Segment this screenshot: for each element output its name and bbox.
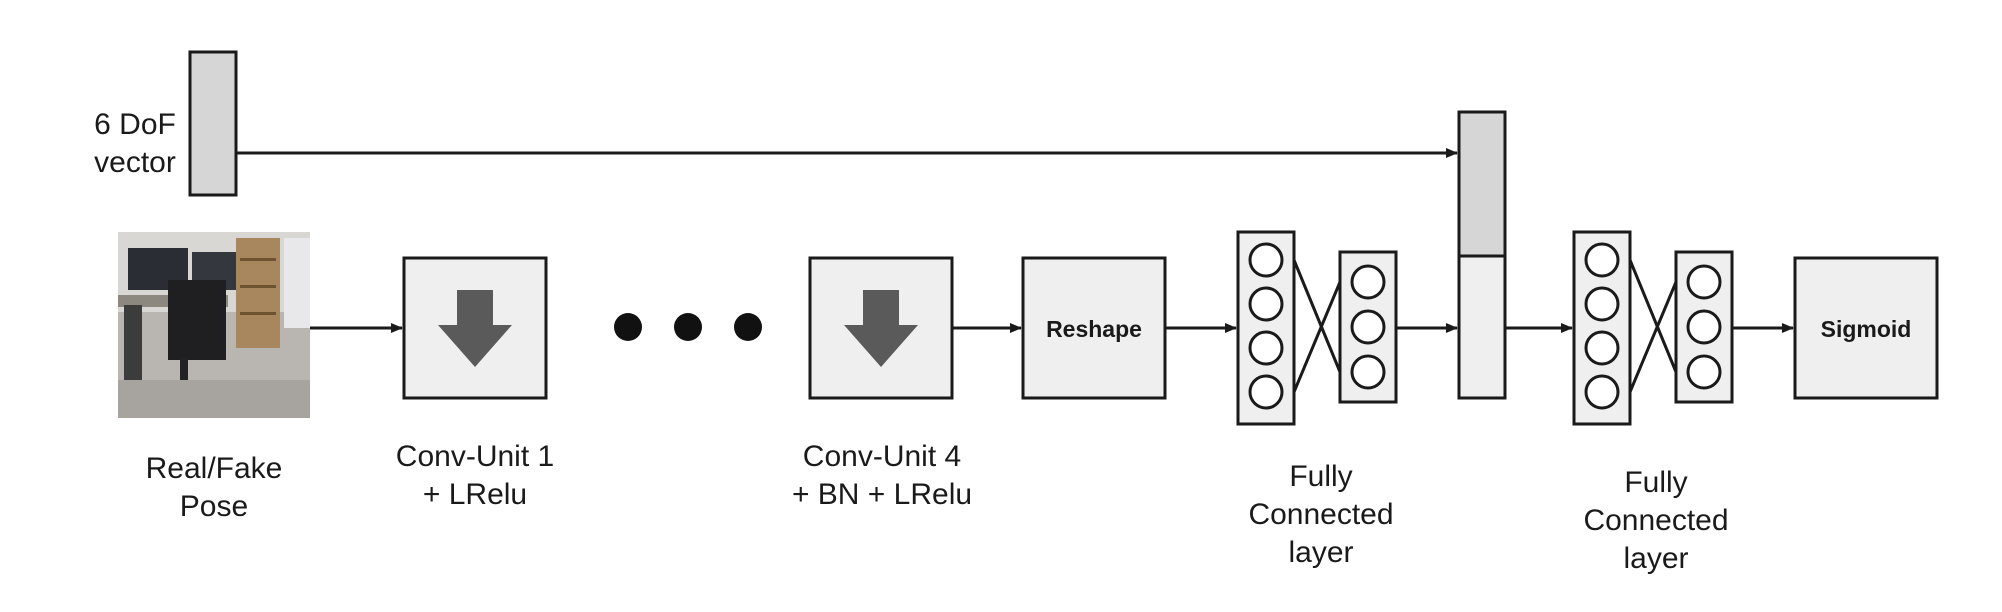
conv4-label-line1: Conv-Unit 4	[803, 440, 961, 473]
down-arrow-icon	[438, 290, 512, 367]
fc2-label-line3: layer	[1623, 542, 1688, 575]
concat-feature-part	[1457, 254, 1507, 400]
down-arrow-icon	[844, 290, 918, 367]
conv1-label-line1: Conv-Unit 1	[396, 440, 554, 473]
input-label-line1: Real/Fake	[146, 452, 283, 485]
fc2-label-line1: Fully	[1624, 466, 1687, 499]
sigmoid-block	[1793, 256, 1939, 400]
concat-dof-part	[1457, 110, 1507, 258]
dof-vector-block	[188, 50, 238, 197]
dof-label-line1: 6 DoF	[94, 108, 176, 141]
conv-unit-4-block	[808, 256, 954, 400]
conv4-label-line2: + BN + LRelu	[792, 478, 972, 511]
ellipsis-dots	[614, 313, 762, 341]
reshape-label: Reshape	[1046, 316, 1142, 342]
fc2-label-line2: Connected	[1583, 504, 1728, 537]
fully-connected-layer-2	[1572, 230, 1734, 426]
input-pose-image	[118, 232, 310, 418]
fully-connected-layer-1	[1236, 230, 1398, 426]
reshape-block	[1021, 256, 1167, 400]
input-label-line2: Pose	[180, 490, 248, 523]
dof-label-line2: vector	[94, 146, 176, 179]
fc1-label-line2: Connected	[1248, 498, 1393, 531]
sigmoid-label: Sigmoid	[1821, 316, 1912, 342]
conv1-label-line2: + LRelu	[423, 478, 527, 511]
fc1-label-line1: Fully	[1289, 460, 1352, 493]
fc1-label-line3: layer	[1288, 536, 1353, 569]
